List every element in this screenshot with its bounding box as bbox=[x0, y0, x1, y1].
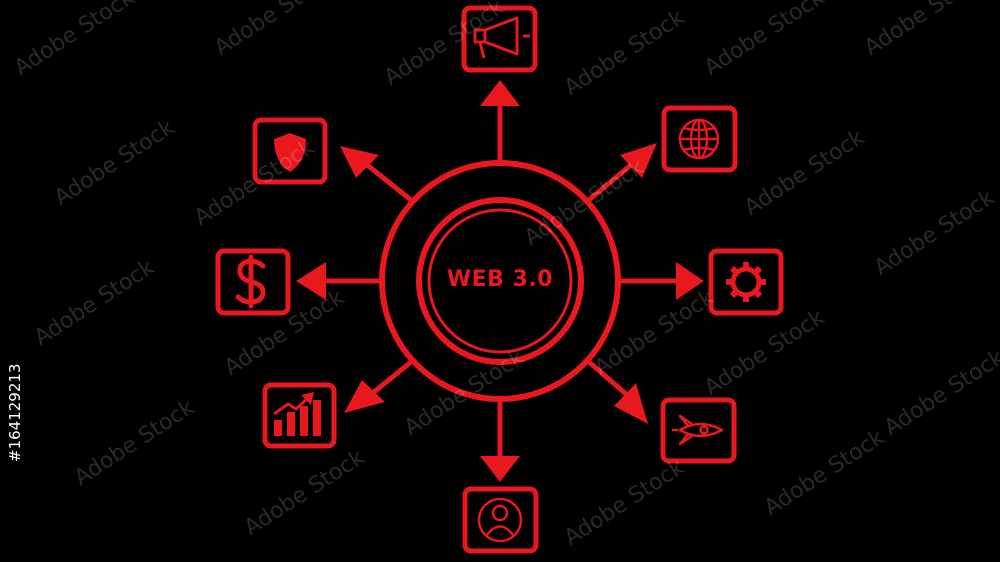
node-bottom-left bbox=[262, 382, 337, 449]
node-bottom-left-box bbox=[262, 382, 337, 449]
node-left-box bbox=[215, 248, 291, 316]
megaphone-icon bbox=[473, 16, 530, 59]
node-bottom bbox=[462, 486, 539, 554]
arrow-upleft-head bbox=[340, 146, 379, 178]
arrow-downright-head bbox=[614, 383, 648, 424]
arrow-downright-line bbox=[587, 360, 628, 396]
node-top-right-box bbox=[661, 105, 738, 173]
arrow-right-head bbox=[676, 262, 704, 300]
growth-chart-icon bbox=[274, 400, 321, 436]
gear-icon bbox=[726, 262, 766, 302]
arrow-upleft-line bbox=[364, 162, 413, 202]
node-top bbox=[461, 5, 538, 73]
node-left bbox=[215, 248, 291, 316]
growth-trend-arrow bbox=[273, 391, 315, 416]
hub bbox=[379, 160, 621, 402]
hub-core-ring bbox=[427, 208, 573, 354]
node-top-box bbox=[461, 5, 538, 73]
user-profile-icon bbox=[477, 497, 523, 543]
node-top-left-box bbox=[252, 117, 328, 185]
arrow-downleft-line bbox=[372, 360, 413, 394]
arrow-downleft-head bbox=[344, 380, 385, 413]
node-right-box bbox=[708, 248, 784, 316]
node-bottom-right bbox=[660, 397, 737, 464]
globe-icon bbox=[678, 118, 720, 160]
rocket-icon bbox=[672, 414, 724, 446]
arrow-down-head bbox=[480, 456, 520, 482]
dollar-icon bbox=[235, 254, 266, 309]
node-bottom-right-box bbox=[660, 397, 737, 464]
arrow-upright-line bbox=[587, 162, 634, 202]
node-right bbox=[708, 248, 784, 316]
stock-id-label: #164129213 bbox=[6, 363, 24, 462]
hub-label: WEB 3.0 bbox=[446, 267, 554, 292]
shield-icon bbox=[274, 133, 306, 172]
arrow-up-head bbox=[480, 80, 520, 106]
hub-outer-ring bbox=[379, 160, 621, 402]
node-top-left bbox=[252, 117, 328, 185]
node-bottom-box bbox=[462, 486, 539, 554]
hub-inner-ring bbox=[416, 197, 584, 365]
node-top-right bbox=[661, 105, 738, 173]
arrow-left-head bbox=[296, 262, 326, 300]
arrow-upright-head bbox=[620, 143, 657, 178]
arrows bbox=[296, 80, 704, 482]
